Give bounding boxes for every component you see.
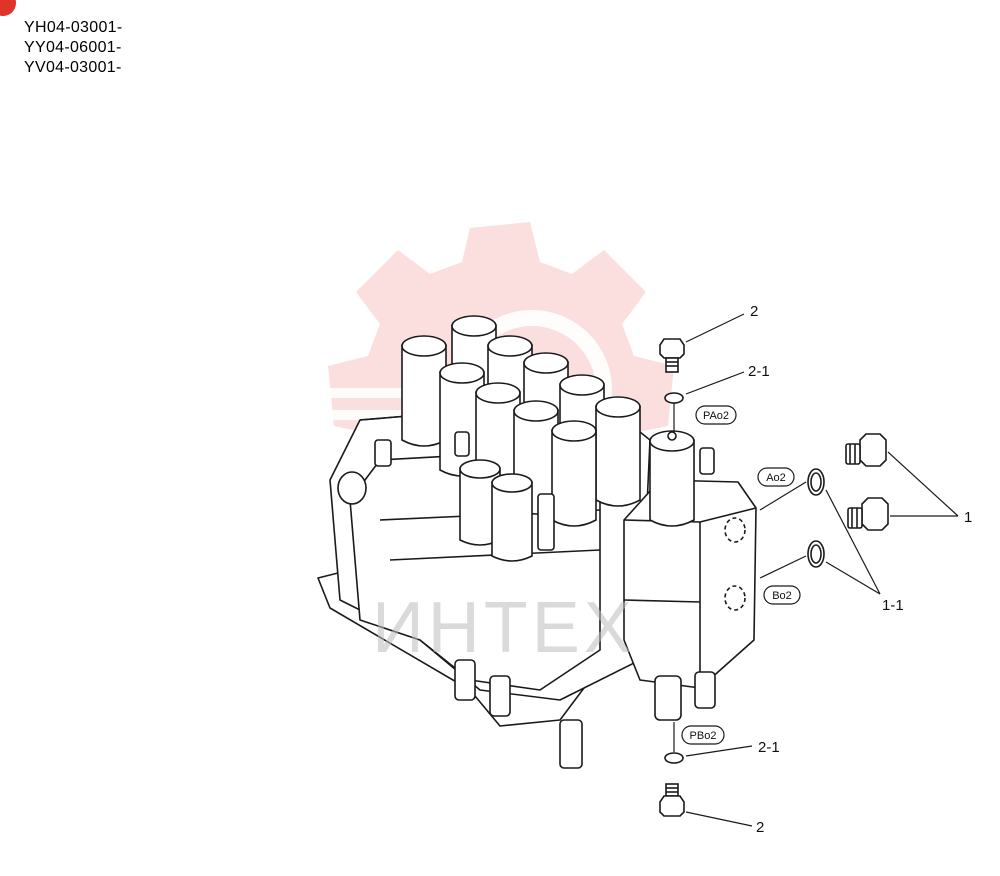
- top-plug-icon: [659, 338, 685, 373]
- corner-badge-icon: [0, 0, 16, 16]
- serial-number: YH04-03001-: [24, 19, 123, 36]
- port-label-pb: PBo2: [681, 725, 725, 745]
- svg-text:Ao2: Ao2: [766, 472, 786, 484]
- callout-bottom-oring: 2-1: [758, 739, 780, 756]
- side-orings-icon: [807, 468, 825, 568]
- port-label-pa: PAo2: [695, 405, 737, 425]
- side-plug-upper-icon: [845, 433, 887, 467]
- port-label-a: Ao2: [757, 467, 795, 487]
- spool-caps: [374, 315, 715, 562]
- port-label-b: Bo2: [763, 585, 801, 605]
- watermark-text: ИНТЕХ: [372, 588, 636, 668]
- bottom-plug-icon: [659, 783, 685, 817]
- callout-bottom-plug: 2: [756, 819, 764, 836]
- callout-top-plug: 2: [750, 303, 758, 320]
- top-oring-icon: [664, 392, 684, 404]
- serial-number: YV04-03001-: [24, 59, 122, 76]
- leader-lines: [685, 313, 959, 827]
- callout-side-plugs: 1: [964, 509, 972, 526]
- svg-text:PBo2: PBo2: [690, 730, 717, 742]
- bottom-oring-icon: [664, 752, 684, 764]
- serial-number-list: YH04-03001- YY04-06001- YV04-03001-: [24, 18, 122, 78]
- callout-side-orings: 1-1: [882, 597, 904, 614]
- svg-text:Bo2: Bo2: [772, 590, 792, 602]
- side-plug-lower-icon: [847, 497, 889, 531]
- serial-number: YY04-06001-: [24, 39, 122, 56]
- svg-text:PAo2: PAo2: [703, 410, 729, 422]
- callout-top-oring: 2-1: [748, 363, 770, 380]
